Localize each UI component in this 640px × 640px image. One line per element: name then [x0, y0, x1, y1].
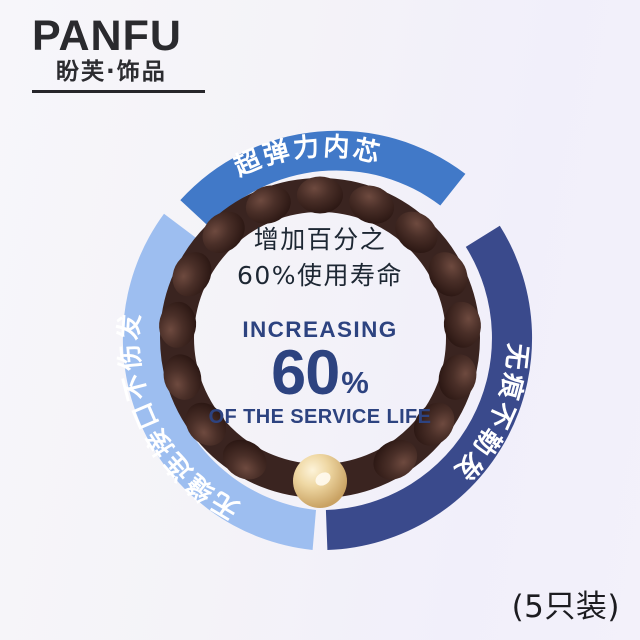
hair-tie-product — [159, 176, 481, 508]
ring-segment-top — [180, 130, 466, 227]
gold-pearl-bead — [293, 454, 347, 508]
ring-segment-right — [325, 225, 533, 550]
feature-ring: 超弹力内芯 无痕不勒发 无缝连接口不伤发 — [70, 88, 570, 588]
brand-logo: PANFU 盼芙·饰品 — [30, 14, 260, 93]
pack-quantity-badge: (5只装) — [511, 589, 620, 625]
ring-segment-left — [122, 213, 316, 550]
brand-name-chinese: 盼芙·饰品 — [56, 59, 167, 86]
brand-name-latin: PANFU — [32, 12, 182, 60]
brand-underline — [32, 89, 205, 93]
hair-tie-beads — [159, 176, 481, 498]
